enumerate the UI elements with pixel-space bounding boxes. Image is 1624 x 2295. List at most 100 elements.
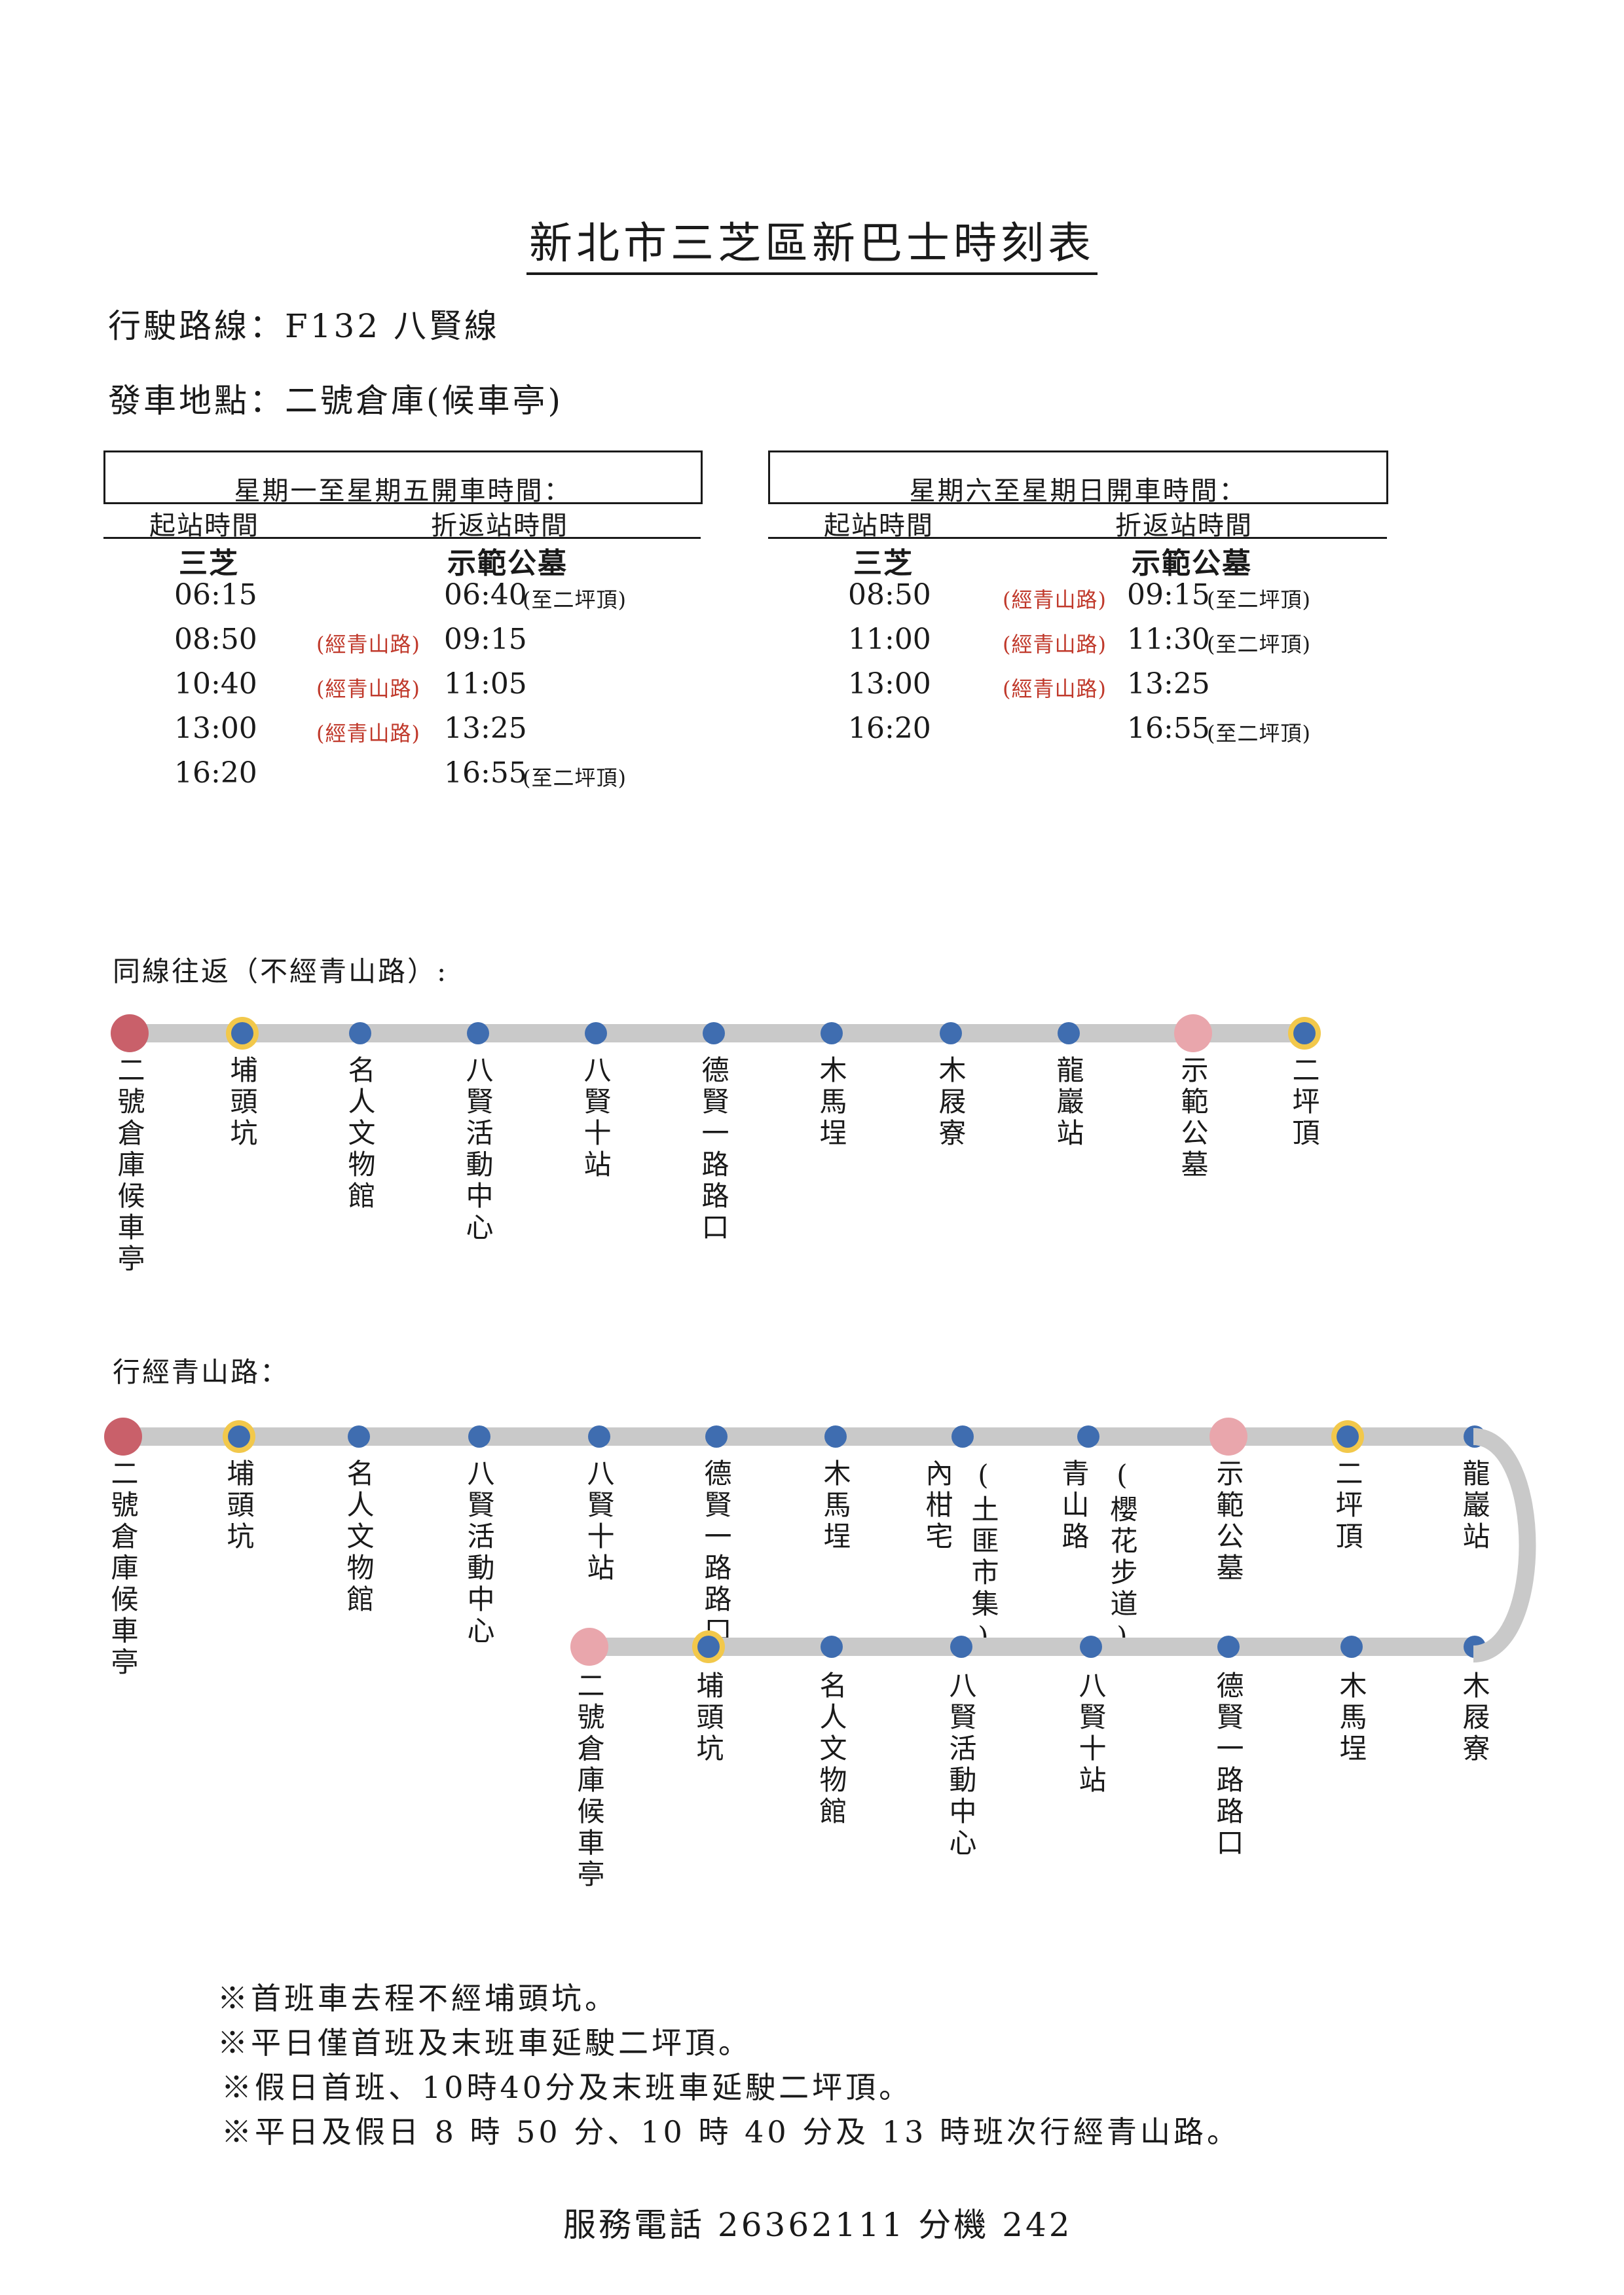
route-line [589,1638,1473,1656]
table-row: 08:50 (經青山路) 09:15 (至二坪頂) [848,578,1311,612]
stop-marker [1217,1636,1240,1658]
stop-label: 內柑宅 [921,1459,953,1553]
stop-marker [940,1022,962,1044]
stop-marker [570,1628,608,1666]
stop-label: 八賢十站 [1075,1671,1107,1797]
weekday-rule [103,537,701,539]
stop-marker [231,1022,253,1044]
stop-label: 八賢十站 [583,1459,615,1585]
stop-marker [951,1425,974,1448]
table-row: 13:00 (經青山路) 13:25 [174,712,527,746]
stop-marker [104,1418,142,1456]
stop-label: 二號倉庫候車亭 [107,1459,139,1679]
stop-label: 名人文物館 [344,1056,376,1213]
stop-marker [824,1425,847,1448]
weekend-start-stop: 三芝 [853,547,913,580]
stop-marker [821,1636,843,1658]
stop-label: 埔頭坑 [226,1056,258,1150]
stop-marker [111,1014,149,1052]
stop-marker [1174,1014,1212,1052]
stop-marker [1058,1022,1080,1044]
weekday-header: 星期一至星期五開車時間： [234,476,572,506]
page-title: 新北市三芝區新巴士時刻表 [0,208,1624,275]
weekday-col-start: 起站時間 [149,511,259,541]
stop-label: (土匪市集) [967,1459,999,1657]
table-row: 11:00 (經青山路) 11:30 (至二坪頂) [848,623,1311,657]
stop-label: 青山路 [1058,1459,1090,1553]
weekend-col-turn: 折返站時間 [1115,511,1253,541]
table-row: 16:20 16:55 (至二坪頂) [848,712,1311,746]
stop-marker [348,1425,370,1448]
stop-label: 德賢一路路口 [700,1459,732,1647]
route1-label: 同線往返（不經青山路）: [113,955,449,987]
table-row: 08:50 (經青山路) 09:15 [174,623,527,657]
stop-label: 木馬埕 [819,1459,851,1553]
table-row: 06:15 06:40 (至二坪頂) [174,578,627,612]
stop-marker [697,1636,720,1658]
stop-marker [950,1636,972,1658]
stop-marker [228,1425,250,1448]
stop-marker [1340,1636,1363,1658]
weekday-start-stop: 三芝 [179,547,239,580]
route-info: 行駛路線：F132 八賢線 [108,307,500,345]
weekend-header-box: 星期六至星期日開車時間： [768,450,1388,506]
note-3: ※假日首班、10時40分及末班車延駛二坪頂。 [221,2070,913,2105]
stop-label: 二號倉庫候車亭 [113,1056,145,1276]
stop-marker [467,1022,489,1044]
stop-label: 八賢十站 [580,1056,612,1181]
stop-label: 埔頭坑 [223,1459,255,1553]
stop-label: 德賢一路路口 [1212,1671,1244,1860]
table-row: 10:40 (經青山路) 11:05 [174,667,527,701]
weekday-schedule: 星期一至星期五開車時間： 起站時間 折返站時間 三芝 示範公墓 06:15 06… [103,450,703,790]
weekend-header: 星期六至星期日開車時間： [909,476,1247,506]
stop-marker [1209,1418,1247,1456]
stop-marker [1293,1022,1316,1044]
weekend-rule [768,537,1387,539]
stop-label: 龍巖站 [1458,1459,1490,1553]
stop-marker [1077,1425,1099,1448]
origin-info: 發車地點：二號倉庫(候車亭) [108,382,564,420]
stop-label: (櫻花步道) [1106,1459,1138,1657]
service-phone: 服務電話 26362111 分機 242 [563,2206,1073,2244]
table-row: 13:00 (經青山路) 13:25 [848,667,1210,701]
stop-label: 埔頭坑 [692,1671,724,1765]
weekday-header-box: 星期一至星期五開車時間： [103,450,703,506]
stop-label: 木屐寮 [1458,1671,1490,1765]
stop-label: 名人文物館 [342,1459,375,1616]
route2-label: 行經青山路： [113,1356,290,1388]
stop-label: 示範公墓 [1212,1459,1244,1585]
stop-marker [588,1425,610,1448]
weekday-turn-stop: 示範公墓 [447,547,568,580]
stop-marker [705,1425,728,1448]
weekend-turn-stop: 示範公墓 [1132,547,1252,580]
stop-marker [349,1022,371,1044]
stop-label: 示範公墓 [1177,1056,1209,1181]
table-row: 16:20 16:55 (至二坪頂) [174,756,627,790]
note-1: ※首班車去程不經埔頭坑。 [217,1981,618,2016]
stop-label: 木馬埕 [815,1056,847,1150]
weekend-col-start: 起站時間 [824,511,934,541]
stop-marker [821,1022,843,1044]
note-4: ※平日及假日 8 時 50 分、10 時 40 分及 13 時班次行經青山路。 [221,2114,1240,2150]
stop-label: 木屐寮 [934,1056,967,1150]
stop-label: 八賢活動中心 [462,1056,494,1244]
stop-label: 二號倉庫候車亭 [573,1671,605,1891]
weekend-schedule: 星期六至星期日開車時間： 起站時間 折返站時間 三芝 示範公墓 08:50 (經… [768,450,1388,746]
stop-marker [468,1425,490,1448]
stop-label: 木馬埕 [1335,1671,1367,1765]
stop-label: 名人文物館 [815,1671,847,1828]
stop-label: 二坪頂 [1288,1056,1320,1150]
stop-marker [703,1022,725,1044]
weekday-col-turn: 折返站時間 [431,511,568,541]
note-2: ※平日僅首班及末班車延駛二坪頂。 [217,2025,752,2061]
route-line [123,1427,1473,1446]
stop-label: 八賢活動中心 [463,1459,495,1647]
stop-label: 德賢一路路口 [697,1056,729,1244]
stop-marker [1080,1636,1102,1658]
stop-marker [585,1022,607,1044]
route2-loop [1472,1428,1536,1662]
stop-label: 二坪頂 [1331,1459,1363,1553]
stop-label: 龍巖站 [1052,1056,1084,1150]
stop-marker [1337,1425,1359,1448]
stop-label: 八賢活動中心 [945,1671,977,1860]
